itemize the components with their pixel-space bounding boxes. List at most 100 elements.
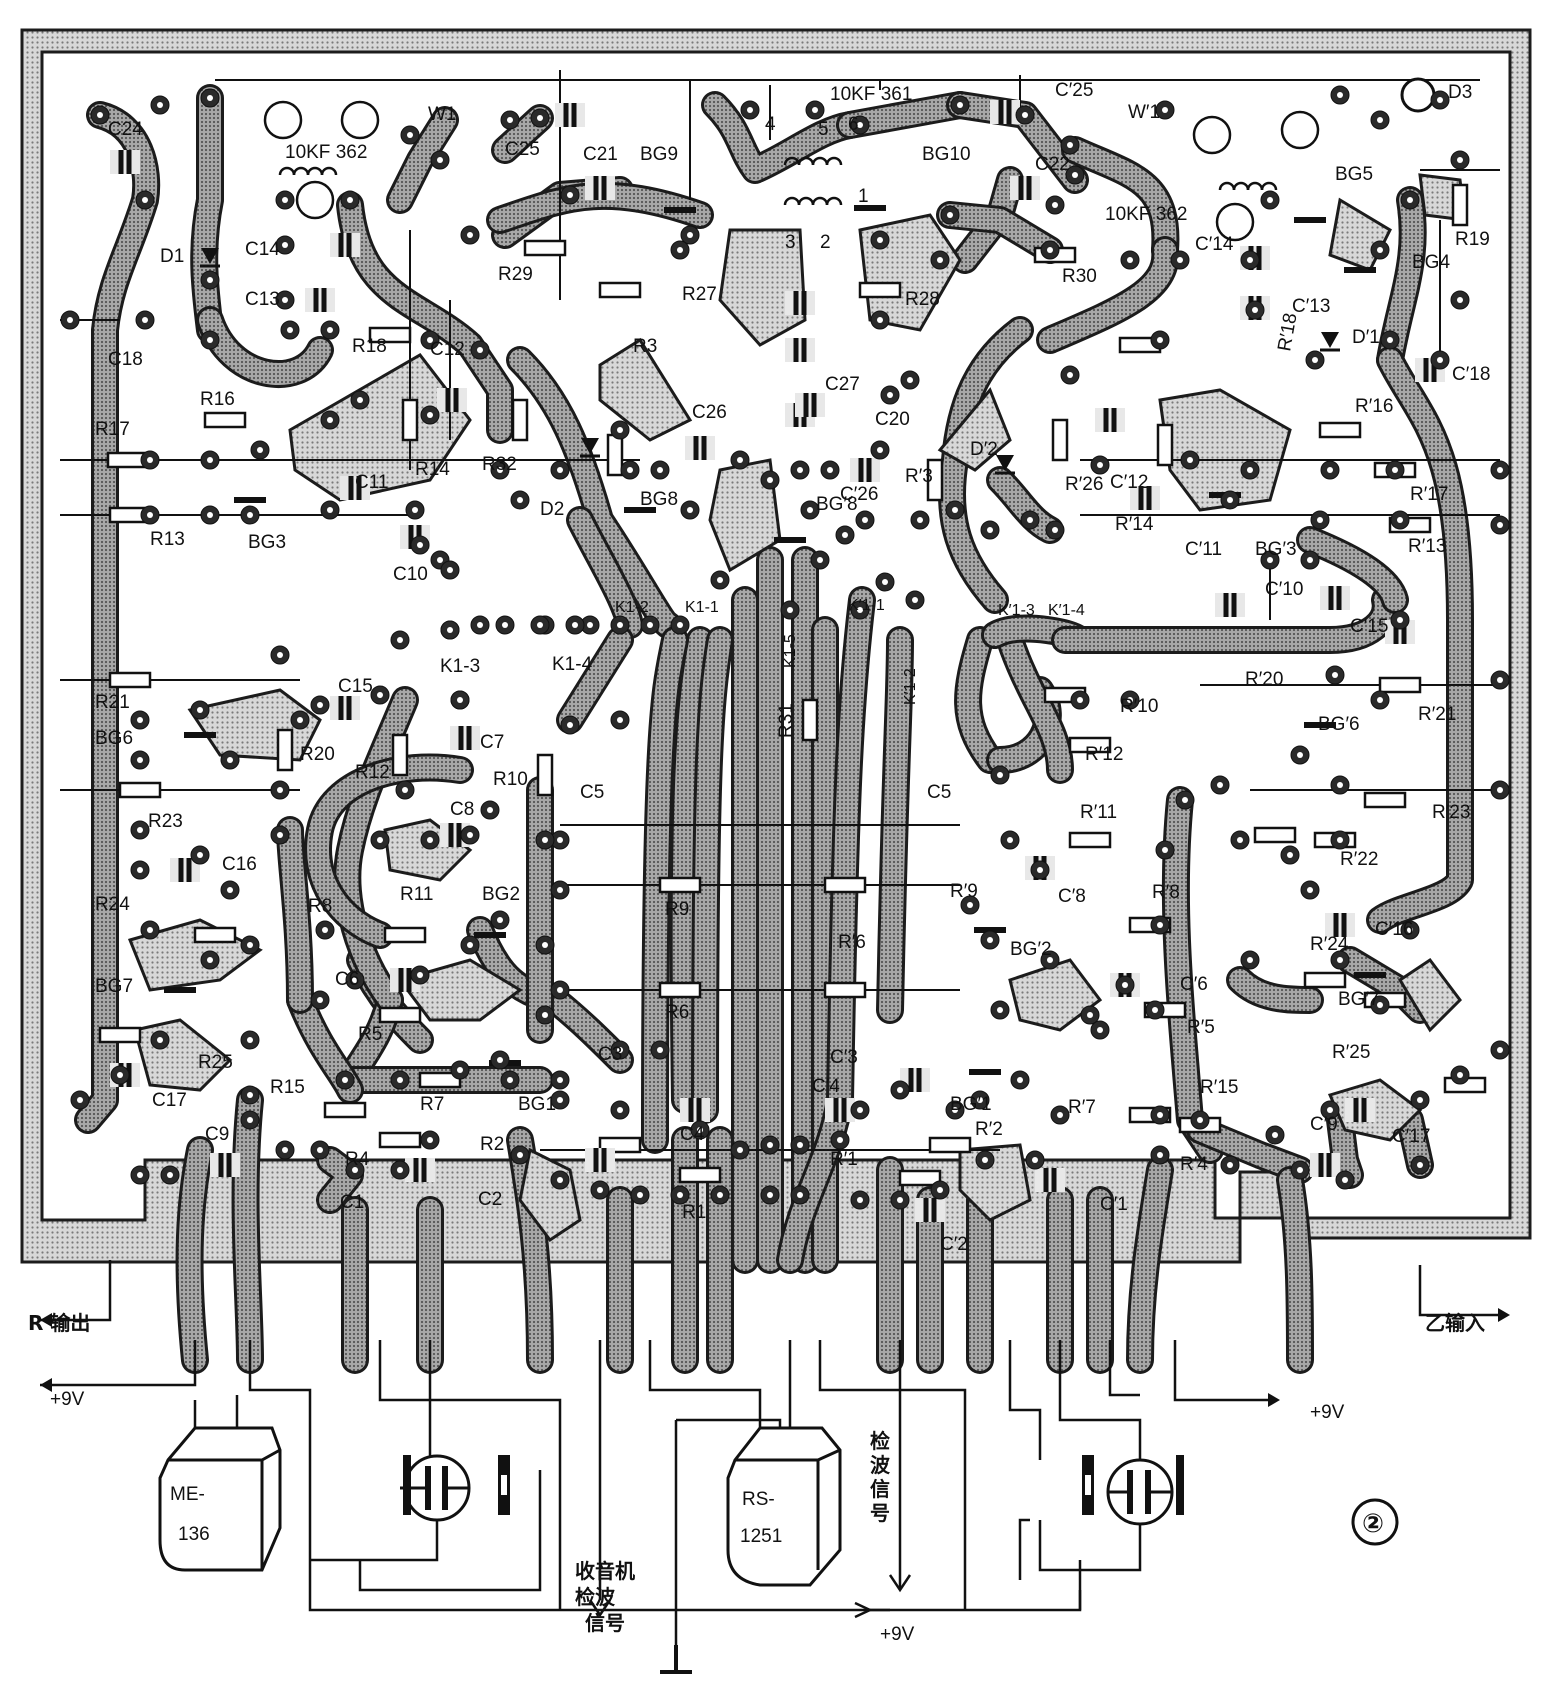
- pad-hole-142: [1032, 1157, 1038, 1163]
- pad-hole-98: [1377, 1002, 1383, 1008]
- pad-hole-30: [1252, 307, 1258, 313]
- capacitor-16: [330, 696, 360, 720]
- pad-hole-40: [1312, 357, 1318, 363]
- pad-hole-15: [537, 115, 543, 121]
- coil-top-secondary-turn-0: [783, 196, 801, 206]
- pad-hole-144: [1227, 1162, 1233, 1168]
- label-k1-3: K1-3: [440, 656, 480, 677]
- pad-hole-86: [1122, 982, 1128, 988]
- label-r1-prime: R′1: [830, 1149, 858, 1170]
- capacitor-37: [1130, 486, 1160, 510]
- pad-hole-189: [397, 637, 403, 643]
- pad-hole-130: [557, 1077, 563, 1083]
- pad-hole-205: [397, 1077, 403, 1083]
- resistor-49: [98, 1026, 142, 1044]
- label-c9-prime: C′9: [1310, 1114, 1338, 1135]
- pad-hole-53: [1247, 467, 1253, 473]
- label-r12-prime: R′12: [1085, 744, 1123, 765]
- pad-hole-91: [1157, 1112, 1163, 1118]
- label-r5: R5: [358, 1024, 382, 1045]
- label-r3-prime: R′3: [905, 466, 933, 487]
- capacitor-body-42: [437, 388, 467, 412]
- pad-hole-158: [937, 1187, 943, 1193]
- mounting-hole-1: [340, 100, 380, 140]
- pad-hole-65: [1297, 752, 1303, 758]
- label-r23-prime: R′23: [1432, 802, 1470, 823]
- capacitor-0: [110, 150, 140, 174]
- wire-3: [1173, 1340, 1270, 1402]
- trace-fill-40: [1369, 349, 1471, 931]
- trace-fill-65: [336, 689, 416, 1011]
- copper-area-4: [718, 228, 807, 347]
- pad-hole-231: [497, 467, 503, 473]
- pad-hole-82: [997, 1007, 1003, 1013]
- component-labels-left: C24 C18 D1 C14 C13 W1 C25 C21 BG9 R29 R2…: [95, 104, 799, 1223]
- pad-hole-176: [197, 852, 203, 858]
- label-d2-prime: D′2: [970, 439, 998, 460]
- label-c15-prime: C′15: [1350, 616, 1388, 637]
- label-c8-prime: C′8: [1058, 886, 1086, 907]
- pad-hole-115: [587, 622, 593, 628]
- label-r10: R10: [493, 769, 528, 790]
- pad-hole-22: [957, 102, 963, 108]
- pad-hole-154: [767, 1192, 773, 1198]
- pad-hole-160: [397, 1167, 403, 1173]
- pad-hole-83: [987, 937, 993, 943]
- capacitor-body-24: [585, 1148, 615, 1172]
- label-c14: C14: [245, 239, 280, 260]
- trace-fill-29: [999, 629, 1071, 781]
- arrow-1: [1498, 1308, 1510, 1322]
- pad-hole-180: [277, 787, 283, 793]
- pad-hole-193: [377, 837, 383, 843]
- label-r4: R4: [345, 1149, 370, 1170]
- label-d2: D2: [540, 499, 564, 520]
- pad-hole-240: [877, 447, 883, 453]
- pad-hole-235: [657, 467, 663, 473]
- label-bg1-prime: BG′1: [950, 1094, 992, 1115]
- pad-hole-190: [447, 627, 453, 633]
- label-r20-prime: R′20: [1245, 669, 1283, 690]
- transformer-right-label: 10KF 362: [1105, 204, 1187, 225]
- coil-top-primary: [783, 156, 843, 166]
- solder-pads: [60, 85, 1510, 1210]
- label-k1-4-prime: K′1-4: [1048, 602, 1085, 619]
- pad-hole-149: [557, 1177, 563, 1183]
- trace-fill-22: [694, 629, 731, 1121]
- pad-hole-77: [1037, 867, 1043, 873]
- coil-left-turn-1: [292, 166, 310, 176]
- label-bg2: BG2: [482, 884, 520, 905]
- pad-hole-174: [147, 927, 153, 933]
- pad-hole-127: [557, 887, 563, 893]
- capacitor-body-9: [785, 291, 815, 315]
- pad-hole-99: [1337, 957, 1343, 963]
- pad-hole-167: [77, 1097, 83, 1103]
- pad-hole-196: [542, 837, 548, 843]
- pad-hole-194: [427, 837, 433, 843]
- coil-top-secondary-turn-3: [825, 196, 843, 206]
- wire-25: [1058, 1340, 1142, 1460]
- capacitor-13: [685, 436, 715, 460]
- capacitor-body-0: [110, 150, 140, 174]
- pad-hole-74: [1077, 697, 1083, 703]
- pad-hole-75: [997, 772, 1003, 778]
- capacitor-1: [330, 233, 360, 257]
- pad-hole-191: [457, 697, 463, 703]
- rs-1251-label-2: 1251: [740, 1526, 782, 1547]
- external-wiring: [40, 1260, 1510, 1645]
- pad-hole-6: [142, 317, 148, 323]
- label-r21-prime: R′21: [1418, 704, 1456, 725]
- pad-hole-207: [507, 1077, 513, 1083]
- pad-hole-237: [737, 457, 743, 463]
- transformer-left-label: 10KF 362: [285, 142, 367, 163]
- trace-fill-24: [559, 629, 631, 731]
- pad-hole-122: [567, 722, 573, 728]
- label-bg7: BG7: [95, 976, 133, 997]
- wire-10: [310, 1520, 439, 1562]
- pad-hole-181: [227, 757, 233, 763]
- label-r30: R30: [1062, 266, 1097, 287]
- tx-pin-4: 4: [765, 114, 776, 135]
- pad-hole-197: [497, 917, 503, 923]
- resistor-40: [378, 1131, 422, 1149]
- pad-hole-152: [677, 1192, 683, 1198]
- label-c4-prime: C′4: [812, 1076, 840, 1097]
